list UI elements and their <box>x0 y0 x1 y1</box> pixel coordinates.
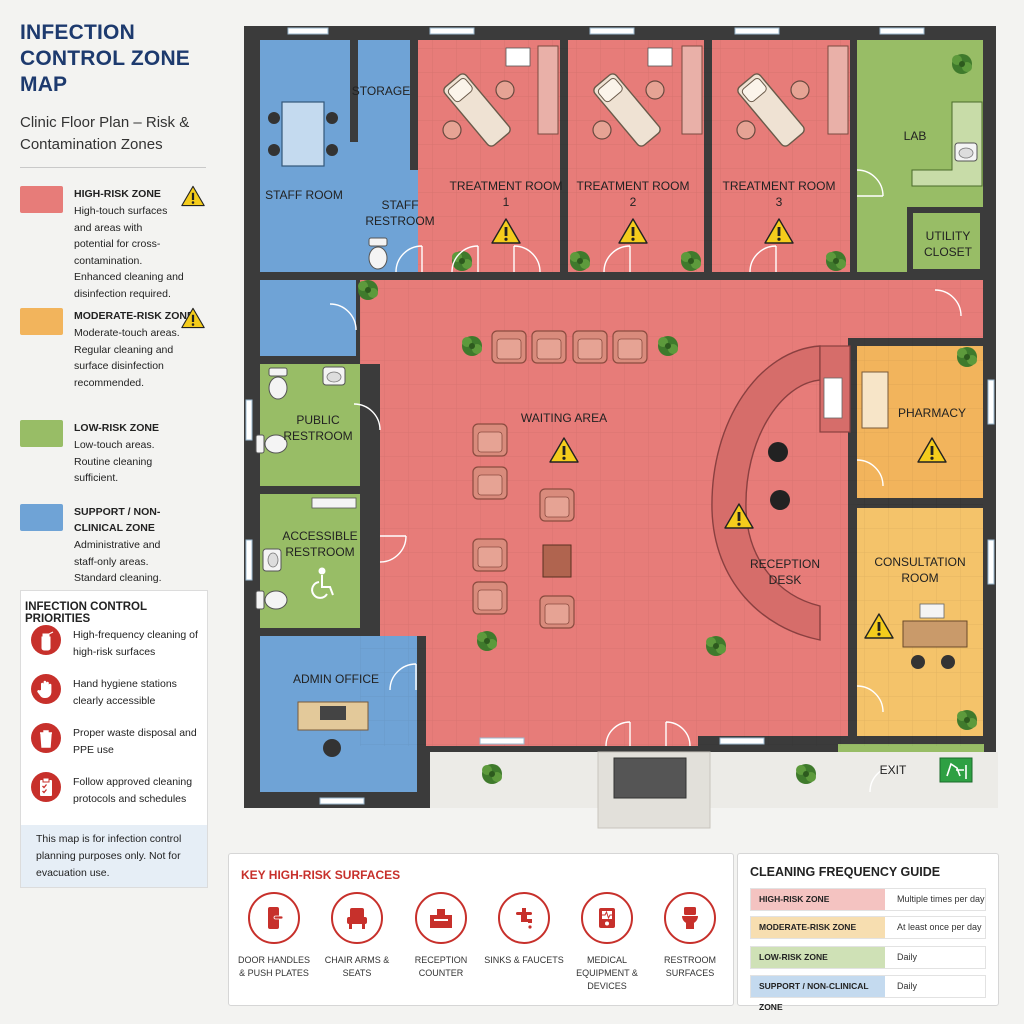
priority-text: High-frequency cleaning of high-risk sur… <box>73 629 198 658</box>
frequency-value: Daily <box>897 952 918 962</box>
priority-item: High-frequency cleaning of high-risk sur… <box>21 619 207 668</box>
priority-text: Proper waste disposal and PPE use <box>73 727 197 756</box>
surface-item: DOOR HANDLES & PUSH PLATES <box>234 892 314 980</box>
surface-label: RECEPTION COUNTER <box>414 955 468 978</box>
frequency-title: CLEANING FREQUENCY GUIDE <box>750 865 941 879</box>
frequency-row: MODERATE-RISK ZONE At least once per day <box>750 916 986 939</box>
moderate-risk-swatch <box>20 308 63 335</box>
priorities-panel: INFECTION CONTROL PRIORITIES High-freque… <box>20 590 208 888</box>
room-label-exit: EXIT <box>880 763 907 777</box>
frequency-zone: LOW-RISK ZONE <box>751 947 885 968</box>
priority-item: Follow approved cleaning protocols and s… <box>21 766 207 815</box>
frequency-value: Daily <box>897 981 918 991</box>
legend-description: Moderate-touch areas. Regular cleaning a… <box>74 327 180 389</box>
surface-label: DOOR HANDLES & PUSH PLATES <box>237 955 310 978</box>
legend-name: HIGH-RISK ZONE <box>74 188 161 200</box>
frequency-row: LOW-RISK ZONE Daily <box>750 946 986 969</box>
surface-item: CHAIR ARMS & SEATS <box>317 892 397 980</box>
frequency-row: SUPPORT / NON-CLINICAL ZONE Daily <box>750 975 986 1012</box>
surface-label: RESTROOM SURFACES <box>663 955 716 978</box>
legend-description: Low-touch areas. Routine cleaning suffic… <box>74 439 155 484</box>
legend-moderate-risk: MODERATE-RISK ZONE Moderate-touch areas.… <box>20 307 208 389</box>
frequency-row: HIGH-RISK ZONE Multiple times per day <box>750 888 986 911</box>
room-label-admin-office: ADMIN OFFICE <box>293 672 379 686</box>
frequency-value: At least once per day <box>897 922 982 932</box>
legend-name: MODERATE-RISK ZONE <box>74 310 194 322</box>
hand-icon <box>31 674 61 704</box>
priority-item: Hand hygiene stations clearly accessible <box>21 668 207 717</box>
surface-label: SINKS & FAUCETS <box>484 955 564 965</box>
surface-label: MEDICAL EQUIPMENT & DEVICES <box>576 955 638 991</box>
chair-icon <box>331 892 383 944</box>
frequency-zone: HIGH-RISK ZONE <box>751 889 885 910</box>
counter-icon <box>415 892 467 944</box>
door-handle-icon <box>248 892 300 944</box>
warning-icon <box>181 185 205 207</box>
spray-bottle-icon <box>31 625 61 655</box>
frequency-value: Multiple times per day <box>897 894 985 904</box>
surface-item: RECEPTION COUNTER <box>401 892 481 980</box>
legend-description: High-touch surfaces and areas with poten… <box>74 205 184 300</box>
frequency-zone: MODERATE-RISK ZONE <box>751 917 885 938</box>
frequency-zone: SUPPORT / NON-CLINICAL ZONE <box>751 976 885 1012</box>
priority-text: Hand hygiene stations clearly accessible <box>73 678 177 707</box>
faucet-icon <box>498 892 550 944</box>
surfaces-title: KEY HIGH-RISK SURFACES <box>241 868 401 882</box>
cleaning-frequency-panel: CLEANING FREQUENCY GUIDE HIGH-RISK ZONE … <box>737 853 999 1012</box>
surface-label: CHAIR ARMS & SEATS <box>324 955 390 978</box>
support-swatch <box>20 504 63 531</box>
legend-high-risk: HIGH-RISK ZONE High-touch surfaces and a… <box>20 185 208 300</box>
room-label-storage: STORAGE <box>352 84 410 98</box>
legend-name: SUPPORT / NON-CLINICAL ZONE <box>74 506 161 534</box>
disclaimer-note: This map is for infection control planni… <box>21 825 207 887</box>
page-title: INFECTION CONTROL ZONE MAP <box>20 21 191 96</box>
room-label-pharmacy: PHARMACY <box>898 406 966 420</box>
surface-item: RESTROOM SURFACES <box>650 892 730 980</box>
legend-name: LOW-RISK ZONE <box>74 422 159 434</box>
high-risk-surfaces-panel: KEY HIGH-RISK SURFACES DOOR HANDLES & PU… <box>228 853 734 1006</box>
surface-item: MEDICAL EQUIPMENT & DEVICES <box>567 892 647 993</box>
legend-sidebar: INFECTION CONTROL ZONE MAP Clinic Floor … <box>20 20 208 590</box>
trash-bin-icon <box>31 723 61 753</box>
priority-item: Proper waste disposal and PPE use <box>21 717 207 766</box>
medical-device-icon <box>581 892 633 944</box>
divider <box>20 167 206 168</box>
room-label-lab: LAB <box>904 129 927 143</box>
warning-icon <box>181 307 205 329</box>
room-label-staff-room: STAFF ROOM <box>265 188 343 202</box>
legend-support: SUPPORT / NON-CLINICAL ZONE Administrati… <box>20 504 208 590</box>
priorities-title: INFECTION CONTROL PRIORITIES <box>25 601 147 625</box>
page-subtitle: Clinic Floor Plan – Risk & Contamination… <box>20 114 190 153</box>
priority-text: Follow approved cleaning protocols and s… <box>73 776 193 805</box>
surface-item: SINKS & FAUCETS <box>484 892 564 967</box>
clipboard-icon <box>31 772 61 802</box>
toilet-icon <box>664 892 716 944</box>
room-label-waiting-area: WAITING AREA <box>521 411 607 425</box>
legend-low-risk: LOW-RISK ZONE Low-touch areas. Routine c… <box>20 420 208 484</box>
high-risk-swatch <box>20 186 63 213</box>
low-risk-swatch <box>20 420 63 447</box>
legend-description: Administrative and staff-only areas. Sta… <box>74 539 162 584</box>
